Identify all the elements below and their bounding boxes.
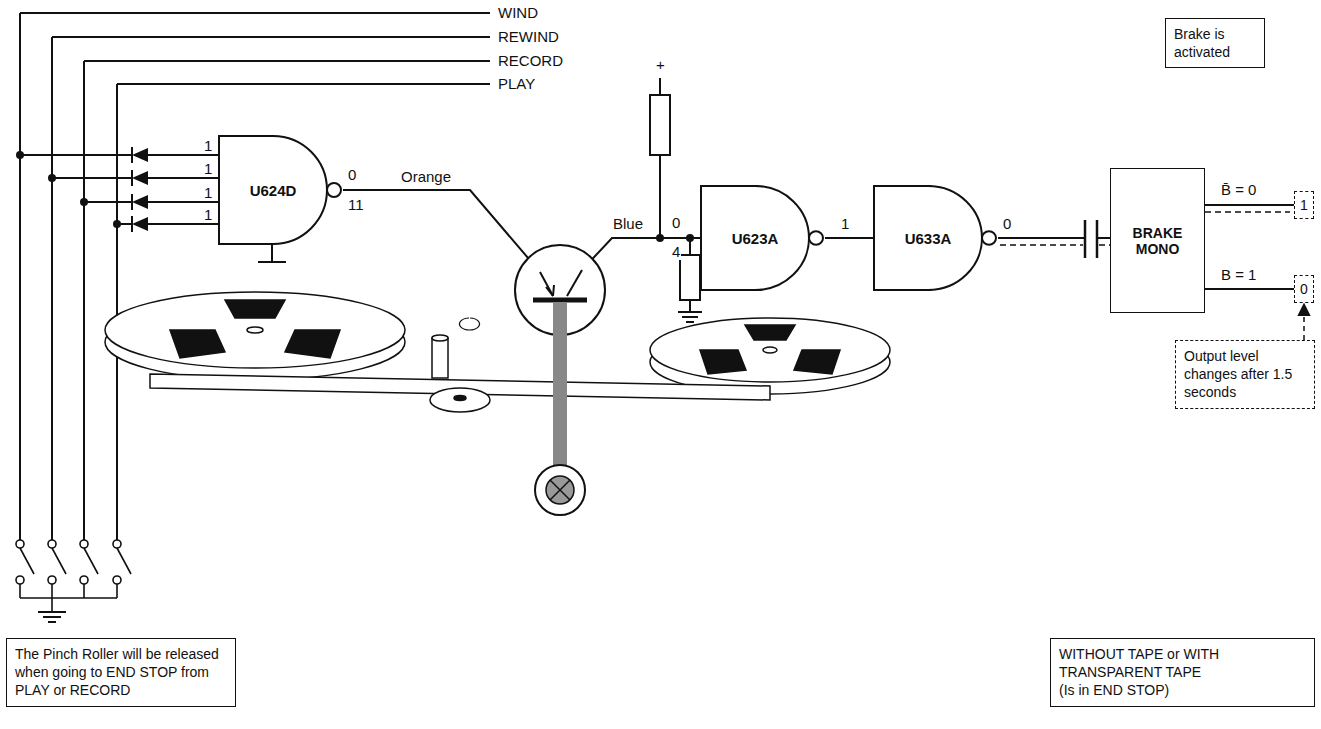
level-box: 0 — [1294, 275, 1314, 303]
logic-level: 1 — [203, 206, 213, 223]
signal-name: WIND — [497, 4, 539, 21]
node-text: The Pinch Roller will be released when g… — [15, 645, 227, 700]
note-box: Brake is activated — [1165, 18, 1265, 68]
resistor-symbol — [650, 78, 702, 322]
node-text: BRAKE MONO — [1115, 225, 1200, 257]
switch-symbols — [16, 540, 131, 622]
signal-wire — [1205, 204, 1294, 206]
pin-number: 11 — [347, 196, 365, 213]
nand-gate: U623A — [700, 185, 825, 291]
logic-level: B = 1 — [1220, 266, 1257, 283]
logic-level: B̄ = 0 — [1220, 181, 1257, 198]
phototransistor — [343, 190, 700, 335]
level-box: 1 — [1294, 191, 1314, 219]
logic-level: 1 — [840, 215, 850, 232]
signal-name: REWIND — [497, 28, 560, 45]
node-text: 1 — [1300, 197, 1308, 213]
node-text: 0 — [1300, 281, 1308, 297]
node-text: WITHOUT TAPE or WITH TRANSPARENT TAPE — [1059, 645, 1306, 681]
command-lines — [20, 13, 490, 540]
node-text: U624D — [218, 182, 328, 199]
tape-reels — [105, 292, 890, 412]
signal-name: RECORD — [497, 52, 564, 69]
diode-inputs — [16, 147, 218, 232]
node-text: Output level changes after 1.5 seconds — [1184, 347, 1306, 402]
node-text: Brake is activated — [1174, 25, 1256, 61]
node-text: (Is in END STOP) — [1059, 681, 1306, 699]
node-text: U623A — [700, 230, 810, 247]
nand-gate: U633A — [873, 185, 998, 291]
note-box: The Pinch Roller will be released when g… — [6, 638, 236, 707]
logic-level: Blue — [612, 215, 644, 232]
callout-arrow — [1303, 304, 1305, 340]
capacitor-symbol — [1000, 220, 1110, 258]
logic-level: 1 — [203, 160, 213, 177]
logic-level: 0 — [347, 166, 357, 183]
logic-level: 1 — [203, 137, 213, 154]
signal-wire — [825, 237, 873, 239]
note-box: WITHOUT TAPE or WITH TRANSPARENT TAPE(Is… — [1050, 638, 1315, 707]
logic-level: 0 — [1002, 215, 1012, 232]
pin-number: 4 — [671, 243, 681, 260]
logic-level: 0 — [671, 214, 681, 231]
light-beam — [535, 303, 585, 515]
logic-level: + — [655, 56, 666, 73]
node-text: U633A — [873, 230, 983, 247]
signal-wire — [1205, 288, 1294, 290]
monostable-box: BRAKE MONO — [1110, 168, 1205, 313]
logic-level: Orange — [400, 168, 452, 185]
nand-gate: U624D — [218, 135, 343, 245]
logic-level: 1 — [203, 184, 213, 201]
ground-symbol — [258, 245, 286, 262]
callout-box: Output level changes after 1.5 seconds — [1175, 340, 1315, 409]
signal-name: PLAY — [497, 75, 536, 92]
dashed-output — [1205, 211, 1290, 213]
